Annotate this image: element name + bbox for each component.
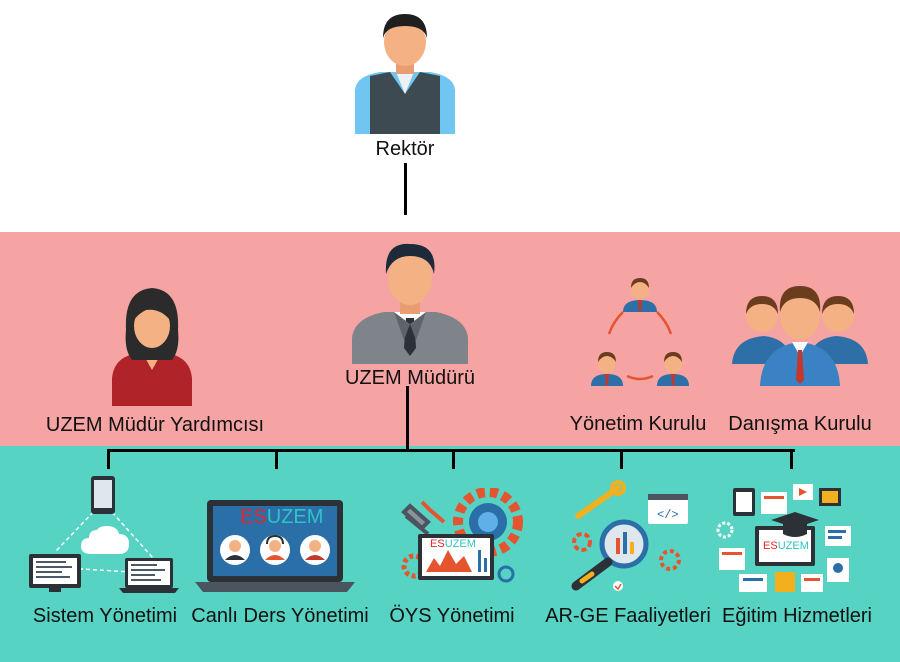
svg-text:</>: </> [657, 508, 679, 522]
management-board-icon [591, 278, 689, 386]
connector-unit-4 [620, 449, 623, 469]
unit-label-5: Eğitim Hizmetleri [721, 605, 873, 627]
connector-unit-3 [452, 449, 455, 469]
deputy-director-label: UZEM Müdür Yardımcısı [45, 414, 265, 436]
research-magnifier-icon: </> [571, 480, 688, 591]
management-board-label: Yönetim Kurulu [569, 413, 707, 435]
esuzem-logo: ESUZEM [763, 540, 809, 552]
unit-label-3: ÖYS Yönetimi [389, 605, 515, 627]
network-devices-icon [29, 476, 179, 593]
education-services-icon: ESUZEM [715, 482, 855, 596]
live-class-laptop-icon: ESUZEM [195, 498, 355, 594]
esuzem-logo: ESUZEM [240, 506, 324, 528]
connector-rector [404, 163, 407, 215]
lms-gears-icon: ESUZEM [400, 488, 525, 588]
advisory-board-icon [732, 286, 868, 386]
director-label: UZEM Müdürü [344, 367, 476, 389]
unit-label-4: AR-GE Faaliyetleri [545, 605, 711, 627]
rector-person-icon [355, 14, 455, 134]
connector-unit-2 [275, 449, 278, 469]
rector-label: Rektör [375, 138, 435, 160]
connector-unit-1 [107, 449, 110, 469]
connector-director [406, 386, 409, 450]
esuzem-logo: ESUZEM [430, 538, 476, 550]
connector-unit-5 [790, 449, 793, 469]
director-person-icon [352, 243, 468, 364]
unit-label-1: Sistem Yönetimi [32, 605, 178, 627]
connector-horizontal [107, 449, 795, 452]
deputy-director-person-icon [112, 288, 192, 406]
advisory-board-label: Danışma Kurulu [728, 413, 872, 435]
unit-label-2: Canlı Ders Yönetimi [191, 605, 369, 627]
